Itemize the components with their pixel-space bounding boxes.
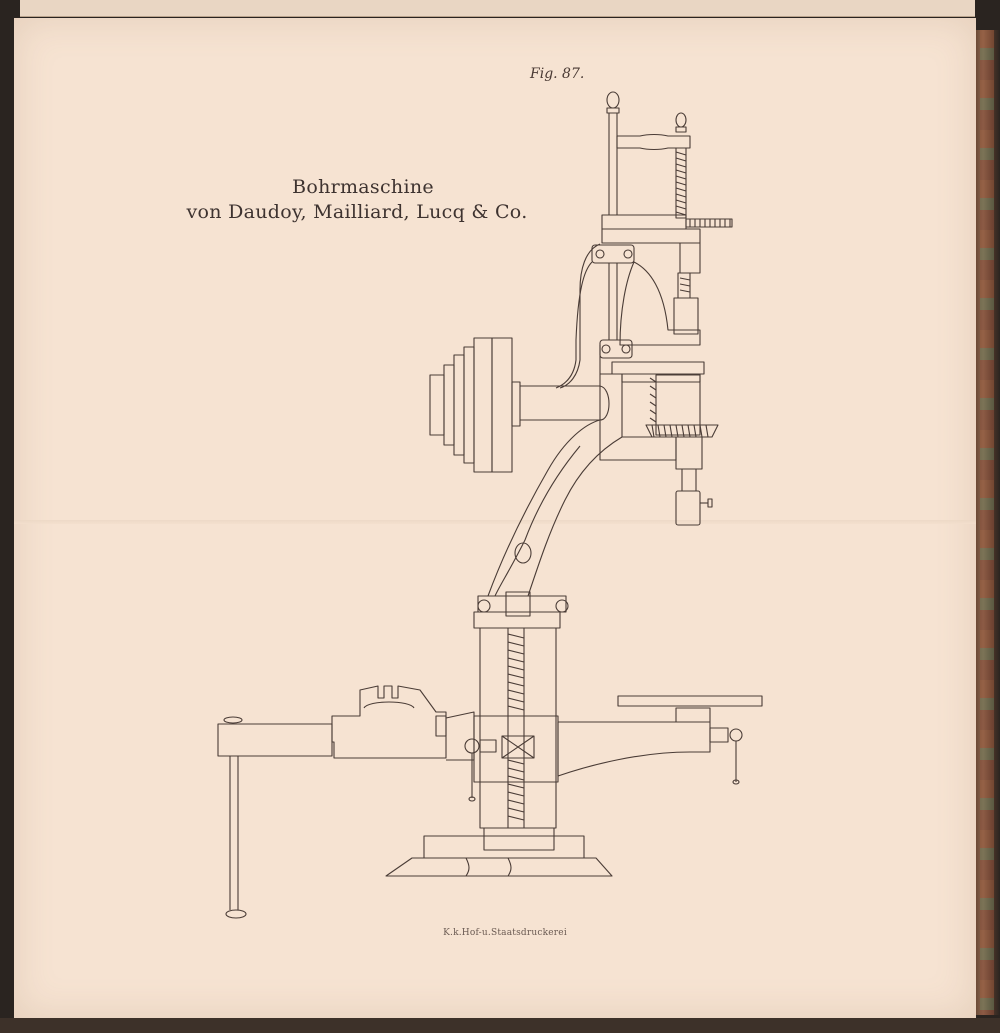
figure-label: Fig. 87. (530, 66, 585, 82)
plate-title: Bohrmaschine (292, 176, 434, 198)
column-collars (592, 245, 634, 358)
column-top-collar (474, 592, 568, 628)
table-carriage (465, 716, 558, 801)
bottom-edge (0, 1018, 1000, 1033)
right-table-arm (558, 696, 762, 784)
upper-arm (620, 262, 700, 345)
bevel-gear (646, 425, 718, 437)
frame-body (600, 345, 676, 460)
top-finial-right (676, 113, 686, 132)
printer-imprint: K.k.Hof-u.Staatsdruckerei (443, 928, 567, 938)
top-feed-screw (676, 148, 686, 218)
spindle-box (612, 298, 704, 435)
curved-arm (488, 244, 622, 596)
top-finial-left (607, 92, 619, 215)
pulley (430, 338, 609, 472)
head-upper (602, 215, 700, 298)
machine-base (386, 828, 612, 876)
plate-subtitle: von Daudoy, Mailliard, Lucq & Co. (186, 201, 528, 223)
plate-page (14, 18, 976, 1018)
spindle-chuck (676, 437, 712, 525)
book-edge (976, 30, 1000, 1015)
left-vise-arm (218, 686, 474, 918)
page-fold (14, 520, 976, 524)
feed-rack (686, 219, 732, 227)
main-column (480, 628, 556, 828)
top-crossbar (617, 135, 690, 150)
previous-page-edge (20, 0, 975, 17)
